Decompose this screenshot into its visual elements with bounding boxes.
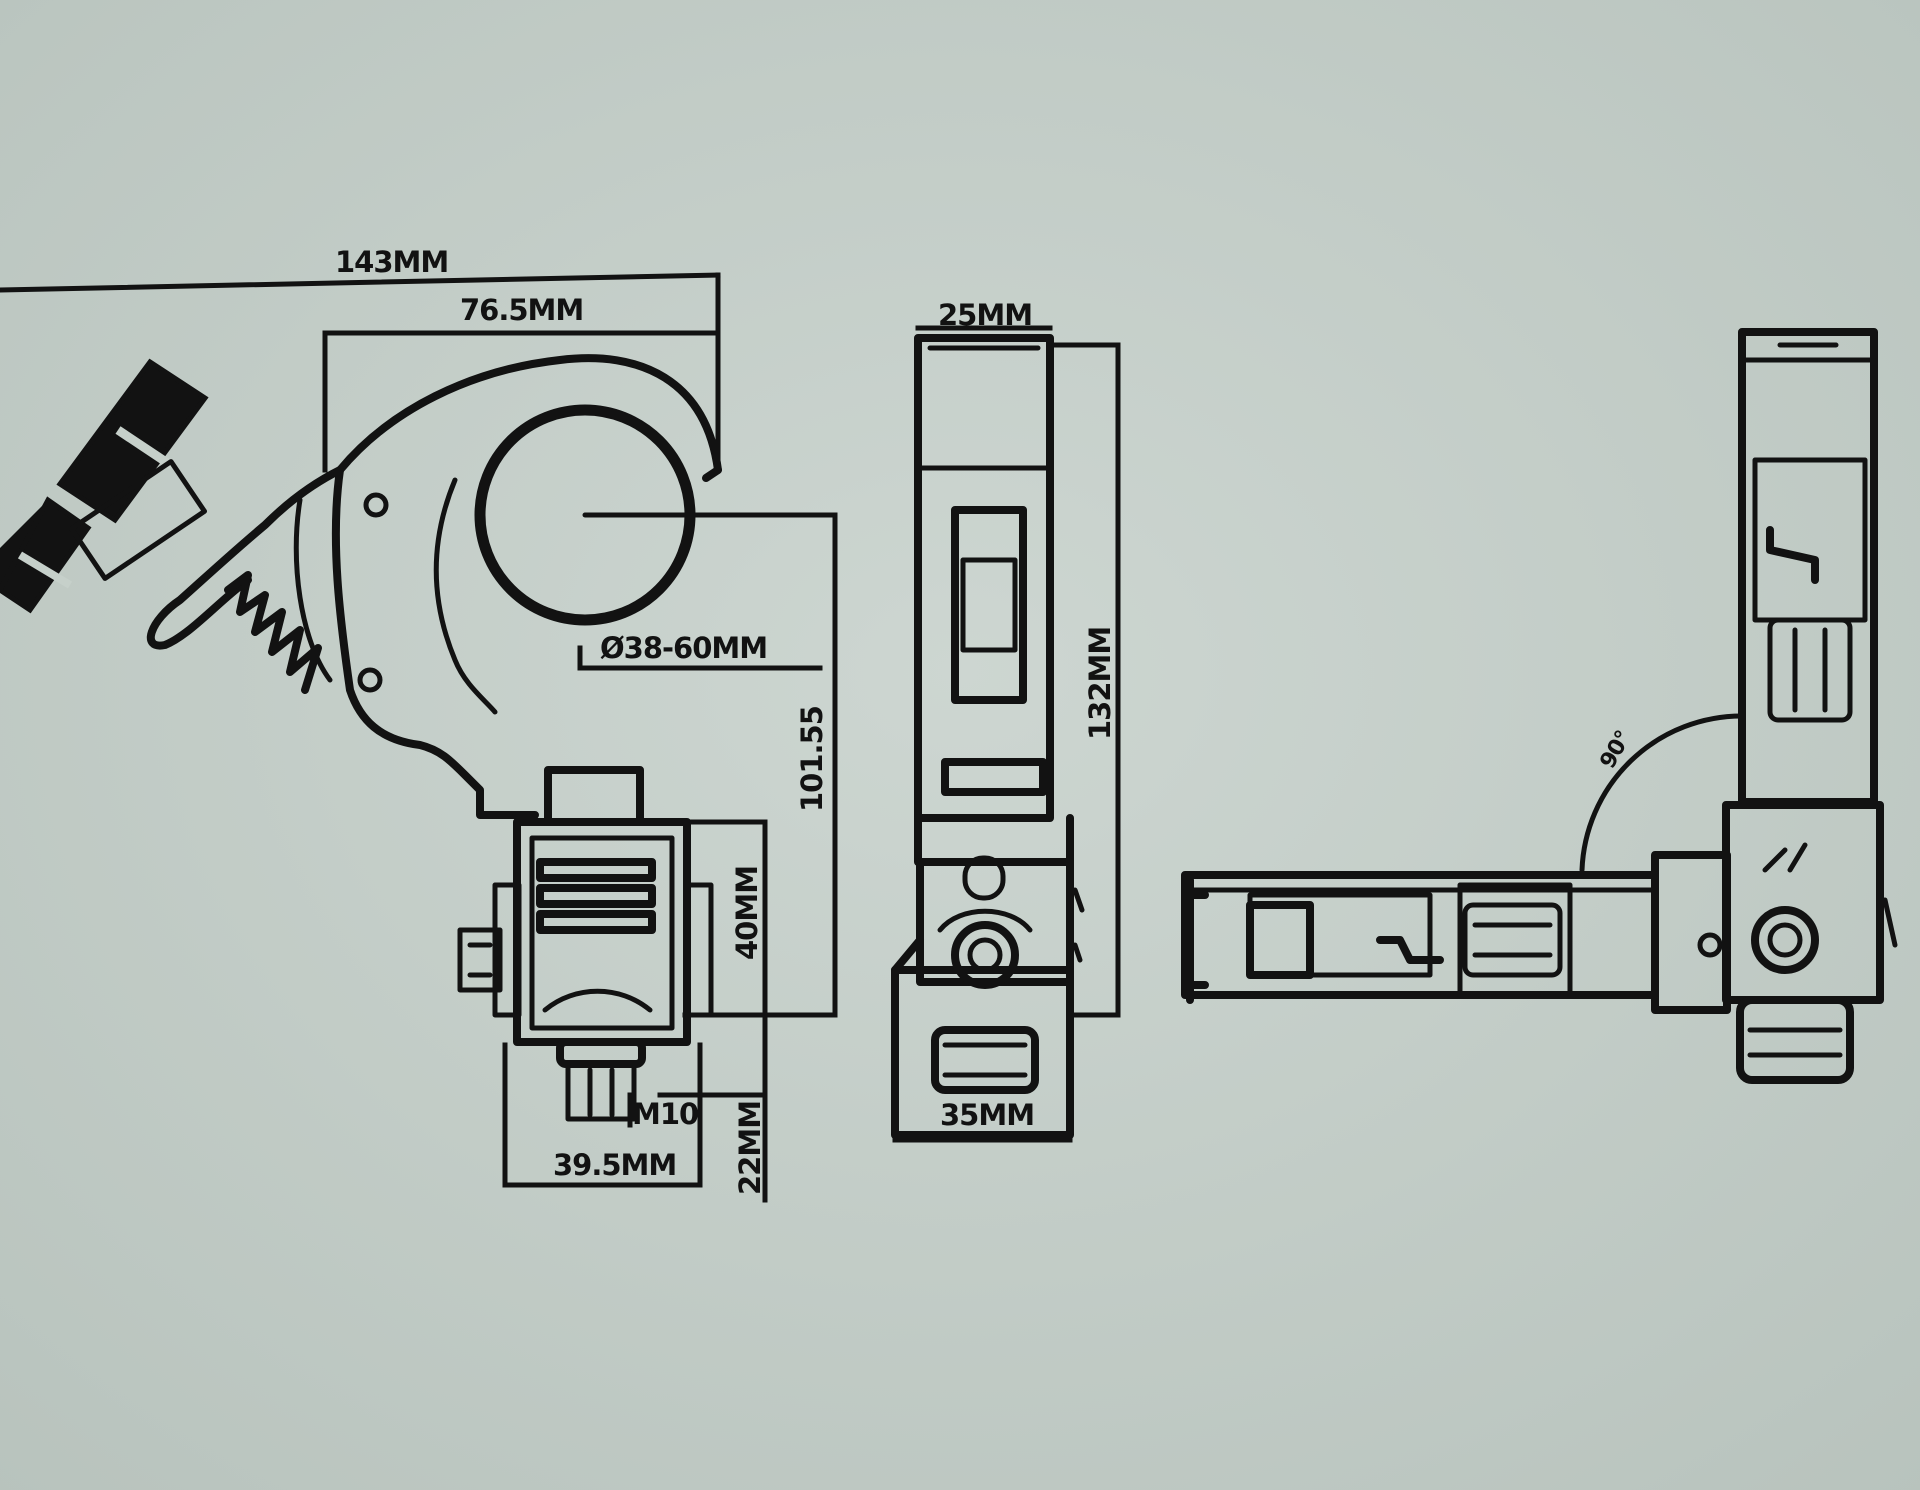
clamp-height-label: 101.55 <box>795 706 829 812</box>
front-view: 143MM 76.5MM Ø38-60MM 101.55 40MM M10 39… <box>0 245 838 1203</box>
side-view: 25MM 132MM 35MM <box>891 298 1121 1143</box>
overall-width-label: 143MM <box>335 245 448 279</box>
bolt-thread-label: M10 <box>632 1097 698 1131</box>
block-height-label: 40MM <box>730 866 764 960</box>
hook-body <box>146 354 722 819</box>
base-block <box>457 766 714 1122</box>
base-width-label: 39.5MM <box>553 1148 676 1182</box>
hook-width-label: 76.5MM <box>460 293 583 327</box>
side-base-width-label: 35MM <box>940 1098 1034 1132</box>
tube-circle <box>474 404 838 626</box>
side-height-label: 132MM <box>1083 627 1117 740</box>
wing-knob <box>0 358 209 614</box>
spring <box>224 571 322 694</box>
side-width-label: 25MM <box>938 298 1032 332</box>
rotated-view: 90° <box>1181 328 1898 1084</box>
front-dimension-lines <box>0 272 838 1203</box>
bolt-length-label: 22MM <box>733 1101 767 1195</box>
tube-diameter-label: Ø38-60MM <box>600 631 767 665</box>
